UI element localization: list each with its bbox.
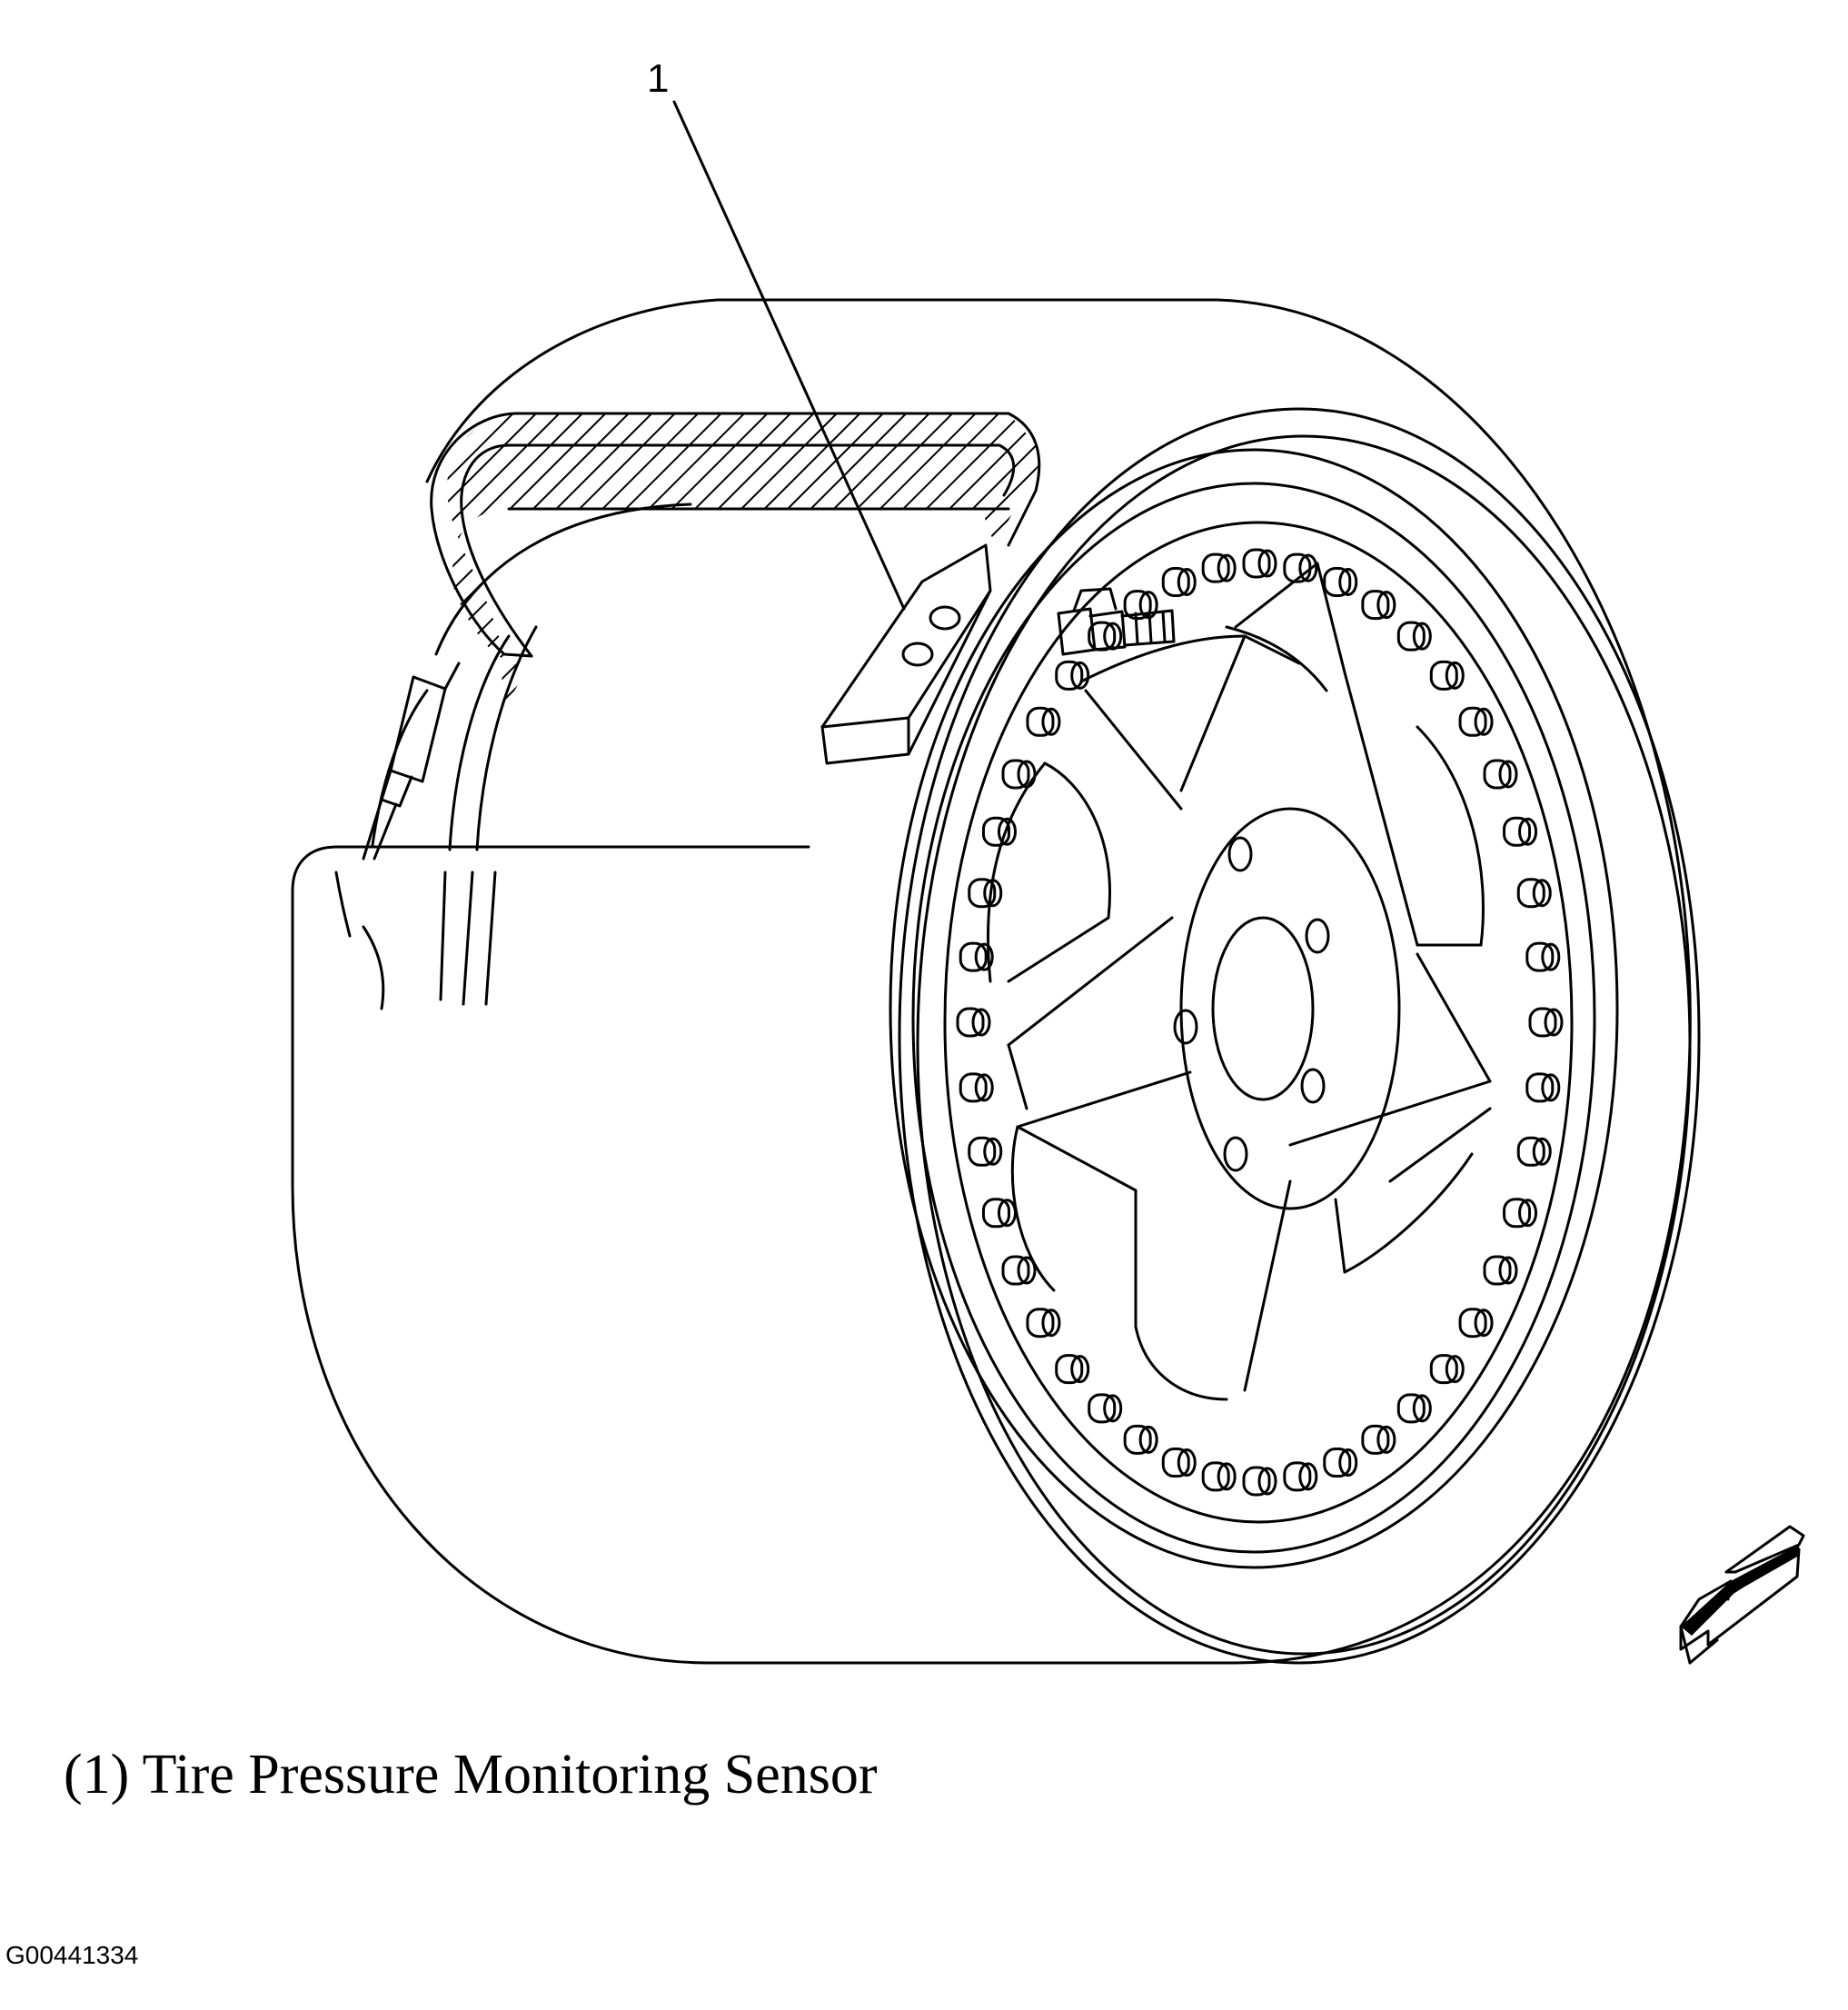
rim-bolt-icon	[1283, 1461, 1318, 1492]
rim-bolt-icon	[1525, 941, 1561, 972]
callout-leader-line	[672, 100, 906, 611]
tire-icon	[291, 298, 1701, 1665]
rim-bolt-icon	[1396, 621, 1432, 652]
rim-bolt-icon	[1323, 566, 1358, 597]
rim-bolt-icon	[968, 1136, 1003, 1167]
tpms-sensor-icon	[820, 543, 992, 765]
rim-bolt-icon	[1026, 1308, 1061, 1338]
view-direction-arrow-icon	[1679, 1525, 1805, 1665]
rim-bolt-icon	[1055, 1354, 1090, 1385]
rim-bolt-icon	[1483, 759, 1518, 790]
rim-bolt-icon	[1516, 878, 1552, 909]
rim-bolt-icon	[1123, 1424, 1158, 1455]
rim-bolt-icon	[1503, 1198, 1538, 1229]
rim-bolt-icon	[1088, 1393, 1123, 1424]
valve-stem-icon	[1057, 587, 1176, 656]
rim-bolt-icon	[1458, 706, 1494, 737]
rim-bolt-icon	[968, 878, 1003, 909]
rim-bolt-icon	[1458, 1308, 1494, 1338]
rim-bolt-icon	[1026, 706, 1061, 737]
rim-bolt-icon	[1361, 1424, 1396, 1455]
view-direction-arrow-shadow	[1681, 1545, 1799, 1636]
rim-bolt-icon	[1161, 1448, 1197, 1478]
harness-connector-icon	[362, 662, 461, 861]
wheel-rim-icon	[956, 548, 1564, 1497]
rim-bolt-icon	[1242, 548, 1277, 579]
figure-caption: (1) Tire Pressure Monitoring Sensor	[64, 1744, 878, 1806]
rim-bolt-icon	[1323, 1448, 1358, 1478]
rim-bolt-icon	[1516, 1136, 1552, 1167]
rim-bolt-icon	[1528, 1007, 1564, 1038]
rim-bolt-icon	[1055, 660, 1090, 691]
rim-bolt-icon	[1525, 1072, 1561, 1103]
rim-bolt-icon	[1483, 1255, 1518, 1286]
rim-bolt-icon	[1429, 660, 1465, 691]
rim-bolt-icon	[1361, 590, 1396, 621]
rim-bolt-icon	[1429, 1354, 1465, 1385]
rim-bolt-icon	[959, 1072, 994, 1103]
rim-bolt-icon	[1242, 1466, 1277, 1497]
rim-bolt-icon	[1201, 1461, 1237, 1492]
rim-bolt-icon	[1161, 566, 1197, 597]
rim-bolt-icon	[1001, 1255, 1037, 1286]
callout-number-1: 1	[647, 56, 670, 101]
rim-bolt-icon	[959, 941, 994, 972]
rim-bolt-icon	[981, 816, 1017, 847]
rim-bolt-icon	[956, 1007, 991, 1038]
figure-id: G00441334	[5, 1941, 139, 1969]
rim-bolt-icon	[1201, 552, 1237, 583]
rim-bolt-icon	[1503, 816, 1538, 847]
rim-bolt-icon	[981, 1198, 1017, 1229]
rim-bolt-icon	[1396, 1393, 1432, 1424]
tire-section-icon	[430, 412, 1045, 703]
